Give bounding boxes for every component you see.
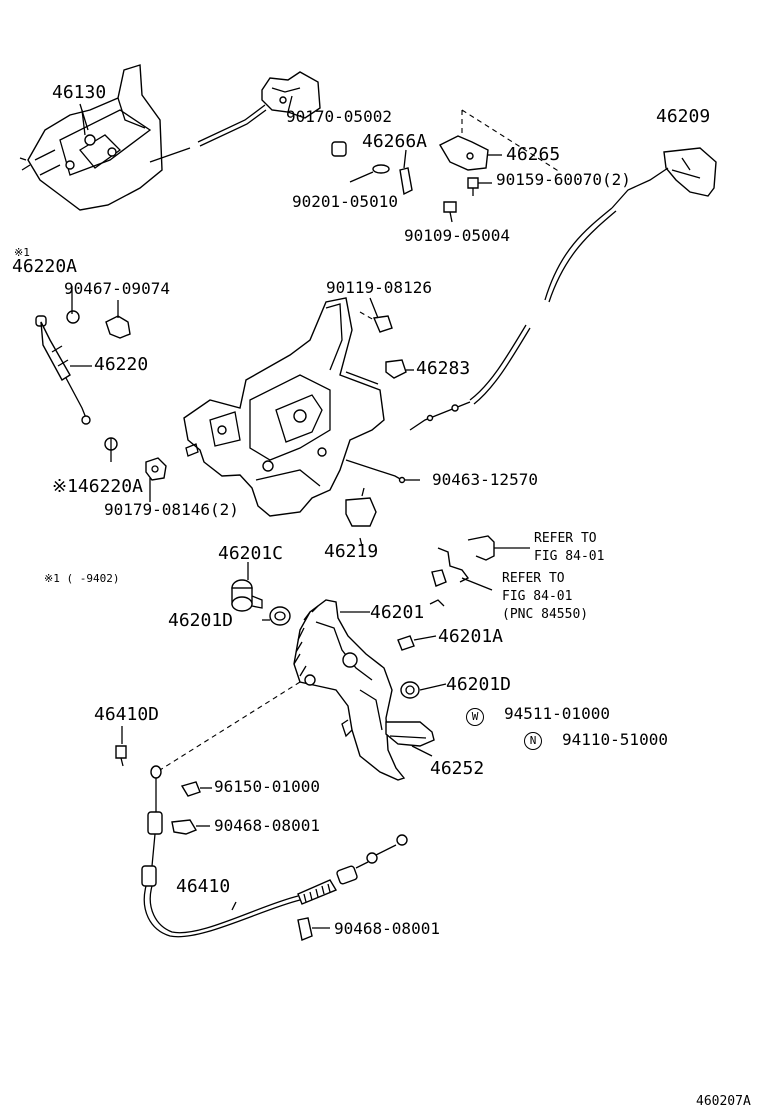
part-number-94511-01000: 94511-01000 bbox=[504, 704, 610, 723]
bolt-90159-60070 bbox=[467, 177, 492, 196]
pedal-arm-46201 bbox=[293, 599, 406, 781]
clip-46283 bbox=[385, 359, 407, 379]
part-number-46219: 46219 bbox=[324, 541, 379, 562]
part-number-90109-05004: 90109-05004 bbox=[404, 226, 510, 245]
part-number-46130: 46130 bbox=[52, 82, 107, 103]
part-number-94110-51000: 94110-51000 bbox=[562, 730, 668, 749]
part-number-46201d-right: 46201D bbox=[446, 674, 512, 695]
refer-to-label-1: REFER TO bbox=[534, 531, 597, 546]
refer-to-pnc: (PNC 84550) bbox=[502, 607, 589, 622]
refer-to-fig-2: FIG 84-01 bbox=[502, 589, 573, 604]
nut-90179-08146 bbox=[145, 457, 167, 481]
nut-marker-n: N bbox=[524, 732, 542, 750]
part-number-96150-01000: 96150-01000 bbox=[214, 777, 320, 796]
note-marker-1: ※1 bbox=[14, 246, 30, 259]
part-number-46283: 46283 bbox=[416, 358, 471, 379]
part-number-46220a-bottom: ※146220A bbox=[52, 476, 143, 497]
bumper-46219 bbox=[345, 497, 377, 527]
part-number-46209: 46209 bbox=[656, 106, 711, 127]
part-number-46220a-top: 46220A bbox=[12, 256, 78, 277]
part-number-46410: 46410 bbox=[176, 876, 231, 897]
damper-46220 bbox=[35, 310, 91, 425]
part-number-46220: 46220 bbox=[94, 354, 149, 375]
part-number-90119-08126: 90119-08126 bbox=[326, 278, 432, 297]
part-number-46201: 46201 bbox=[370, 602, 425, 623]
part-number-90201-05010: 90201-05010 bbox=[292, 192, 398, 211]
bolt-46410d bbox=[115, 745, 127, 767]
part-number-90467-09074: 90467-09074 bbox=[64, 279, 170, 298]
washer-90201-05010 bbox=[372, 164, 390, 174]
bracket-46265 bbox=[439, 135, 489, 171]
part-number-90468-08001-b: 90468-08001 bbox=[334, 919, 440, 938]
nut-90170-05002 bbox=[331, 141, 347, 157]
part-number-90170-05002: 90170-05002 bbox=[286, 107, 392, 126]
bracket-upper bbox=[261, 71, 321, 119]
refer-to-label-2: REFER TO bbox=[502, 571, 565, 586]
part-number-90463-12570: 90463-12570 bbox=[432, 470, 538, 489]
part-number-46201d-left: 46201D bbox=[168, 610, 234, 631]
release-handle-46209 bbox=[663, 147, 717, 197]
part-number-46410d: 46410D bbox=[94, 704, 160, 725]
part-number-46252: 46252 bbox=[430, 758, 485, 779]
part-number-90468-08001-a: 90468-08001 bbox=[214, 816, 320, 835]
part-number-46201a: 46201A bbox=[438, 626, 504, 647]
washer-marker-w: W bbox=[466, 708, 484, 726]
part-number-46265: 46265 bbox=[506, 144, 561, 165]
lever-assembly-46130 bbox=[19, 64, 163, 211]
figure-id: 460207A bbox=[696, 1094, 751, 1109]
pedal-bracket bbox=[183, 297, 385, 517]
part-number-90179-08146: 90179-08146(2) bbox=[104, 500, 239, 519]
cable-46410 bbox=[141, 765, 408, 938]
part-number-46266a: 46266A bbox=[362, 131, 428, 152]
bushing-46201c bbox=[231, 579, 263, 612]
note-range: ※1 ( -9402) bbox=[44, 572, 120, 585]
part-number-46201c: 46201C bbox=[218, 543, 284, 564]
bushing-46201d-right bbox=[400, 681, 420, 699]
refer-to-fig-1: FIG 84-01 bbox=[534, 549, 605, 564]
pedal-pad-46252 bbox=[385, 721, 435, 747]
clip-46266a bbox=[399, 167, 413, 196]
bushing-46201d-left bbox=[269, 606, 291, 626]
bolt-90109-05004 bbox=[443, 201, 457, 223]
part-number-90159-60070: 90159-60070(2) bbox=[496, 170, 631, 189]
